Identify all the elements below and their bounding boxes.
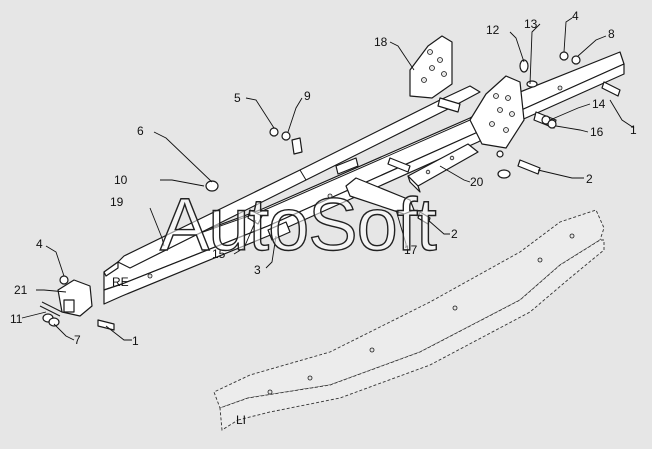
callout-21: 21 <box>14 283 28 297</box>
callout-6: 6 <box>137 124 144 138</box>
bracket-bar <box>407 143 479 193</box>
link-plate <box>345 177 415 215</box>
callout-4: 4 <box>572 9 579 23</box>
upper-rail <box>117 85 481 269</box>
callout-labels: 1 1 2 2 3 4 4 5 6 7 8 9 10 11 12 13 14 1… <box>10 9 637 348</box>
callout-2: 2 <box>586 172 593 186</box>
callout-19: 19 <box>110 195 124 209</box>
callout-1: 1 <box>132 334 139 348</box>
end-bracket <box>57 279 93 317</box>
callout-2: 2 <box>451 227 458 241</box>
callout-14: 14 <box>592 97 606 111</box>
callout-12: 12 <box>486 23 500 37</box>
callout-18: 18 <box>374 35 388 49</box>
callout-5: 5 <box>234 91 241 105</box>
pin-11 <box>39 301 63 317</box>
callout-17: 17 <box>404 243 418 257</box>
callout-13: 13 <box>524 17 538 31</box>
watermark: AutoSoft <box>160 183 437 266</box>
side-label-right: RE <box>112 275 129 289</box>
leader-lines <box>21 17 635 341</box>
callout-3: 3 <box>254 263 261 277</box>
callout-15: 15 <box>212 247 226 261</box>
callout-7: 7 <box>74 333 81 347</box>
callout-16: 16 <box>590 125 604 139</box>
left-frame-rail <box>213 209 605 431</box>
callout-20: 20 <box>470 175 484 189</box>
callout-8: 8 <box>608 27 615 41</box>
callout-9: 9 <box>304 89 311 103</box>
mounting-plate-right <box>469 75 525 149</box>
mounting-plate-left <box>409 35 453 99</box>
side-label-left: LI <box>236 413 246 427</box>
callout-4: 4 <box>36 237 43 251</box>
callout-11: 11 <box>10 312 23 326</box>
callout-10: 10 <box>114 173 128 187</box>
callout-1: 1 <box>630 123 637 137</box>
nut-set <box>42 51 581 327</box>
